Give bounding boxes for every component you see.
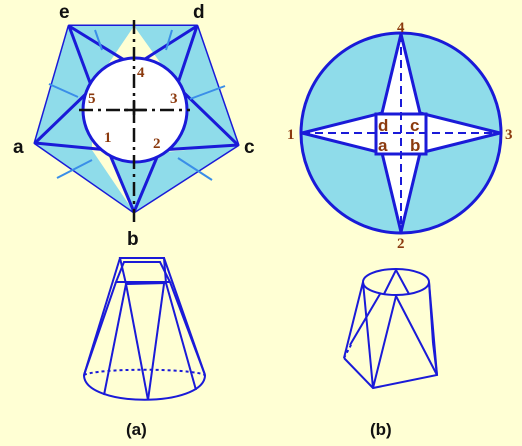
- b-point-label-2: 2: [397, 236, 405, 252]
- inner-label-b: b: [410, 136, 420, 155]
- pentagon-thin-ticks: [48, 29, 226, 181]
- caption-a: (a): [126, 420, 147, 439]
- point-label-5: 5: [88, 91, 96, 107]
- vertex-label-d: d: [193, 2, 205, 23]
- panel-a-solid: [83, 257, 206, 401]
- panel-a-development: e d a c b 4 5 3 1 2: [13, 2, 255, 250]
- panel-b-solid: [343, 267, 439, 390]
- pentagon-center-lines: [79, 20, 190, 222]
- point-label-1: 1: [104, 130, 112, 146]
- point-label-4: 4: [137, 65, 145, 81]
- inner-label-a: a: [378, 136, 388, 155]
- panel-b-development: 4 1 3 2 d c a b: [287, 20, 513, 252]
- b-point-label-1: 1: [287, 127, 295, 143]
- inner-label-c: c: [410, 116, 419, 135]
- inner-label-d: d: [378, 116, 388, 135]
- point-label-2: 2: [153, 136, 161, 152]
- vertex-label-c: c: [244, 137, 255, 158]
- vertex-label-e: e: [59, 2, 70, 23]
- caption-b: (b): [370, 420, 392, 439]
- point-label-3: 3: [170, 91, 178, 107]
- b-point-label-4: 4: [397, 20, 405, 36]
- b-point-label-3: 3: [505, 127, 513, 143]
- vertex-label-a: a: [13, 137, 24, 158]
- circle-center-lines: [302, 34, 500, 232]
- vertex-label-b: b: [127, 229, 139, 250]
